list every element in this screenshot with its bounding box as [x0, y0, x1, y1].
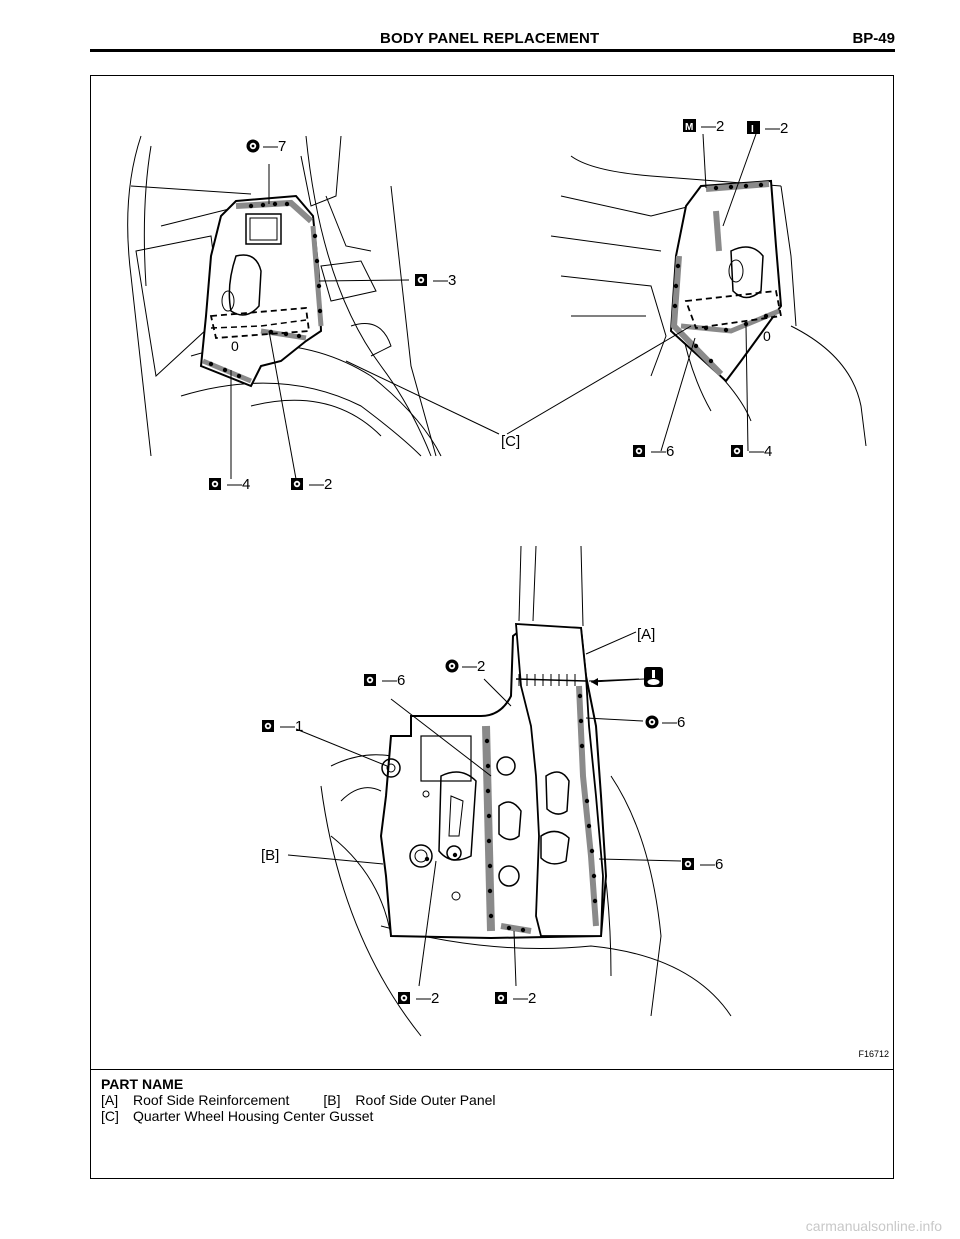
part-code-c: [C] [101, 1108, 119, 1124]
part-row-2: [C] Quarter Wheel Housing Center Gusset [101, 1108, 881, 1124]
part-row-1: [A] Roof Side Reinforcement [B] Roof Side O… [101, 1092, 881, 1108]
callout-bottom-2-top: —2 [462, 658, 485, 675]
label-outer-panel-b: [B] [261, 847, 279, 864]
top-left-assembly: 0 [127, 135, 442, 457]
part-code-b: [B] [323, 1092, 341, 1108]
callout-bottom-2-right: —2 [513, 990, 536, 1007]
part-name-heading: PART NAME [101, 1076, 184, 1092]
callout-top-left-2: —2 [309, 476, 332, 493]
callout-bottom-1: —1 [280, 718, 303, 735]
leader-lines [230, 133, 757, 987]
label-reinforcement-a: [A] [637, 626, 655, 643]
label-gusset-c: [C] [501, 433, 520, 450]
callout-bottom-6-right-lower: —6 [700, 856, 723, 873]
callout-top-right-6: —6 [651, 443, 674, 460]
callout-top-left-3: —3 [433, 272, 456, 289]
svg-text:I: I [751, 124, 754, 135]
part-name-c: Quarter Wheel Housing Center Gusset [133, 1108, 374, 1124]
callout-bottom-6-right-upper: —6 [662, 714, 685, 731]
technical-illustration: 0 [127, 118, 867, 1037]
figure-id: F16712 [858, 1049, 889, 1059]
callout-top-right-m2: —2 [701, 118, 724, 135]
weld-symbol-i: I [747, 121, 760, 135]
figure-divider [91, 1069, 893, 1070]
page-header: BODY PANEL REPLACEMENT BP-49 [90, 26, 895, 52]
figure-frame: 0 [90, 75, 894, 1179]
header-rule [90, 49, 895, 52]
callout-top-left-7: —7 [263, 138, 286, 155]
measure-icon [644, 667, 663, 687]
page-title: BODY PANEL REPLACEMENT [380, 30, 600, 47]
part-name-list: PART NAME [A] Roof Side Reinforcement [B] R… [101, 1076, 881, 1124]
svg-text:0: 0 [231, 338, 239, 354]
callout-top-right-4: —4 [749, 443, 772, 460]
watermark: carmanualsonline.info [805, 1218, 942, 1234]
part-code-a: [A] [101, 1092, 119, 1108]
bottom-assembly [320, 545, 732, 1037]
svg-text:0: 0 [763, 328, 771, 344]
callout-bottom-6-left: —6 [382, 672, 405, 689]
top-right-assembly: 0 [550, 155, 867, 447]
callout-top-left-4: —4 [227, 476, 250, 493]
part-name-a: Roof Side Reinforcement [133, 1092, 290, 1108]
svg-text:M: M [685, 122, 693, 133]
callout-top-right-i2: —2 [765, 120, 788, 137]
callout-bottom-2-left: —2 [416, 990, 439, 1007]
weld-symbol-m: M [683, 119, 696, 133]
page-number: BP-49 [852, 30, 895, 47]
part-name-b: Roof Side Outer Panel [355, 1092, 496, 1108]
